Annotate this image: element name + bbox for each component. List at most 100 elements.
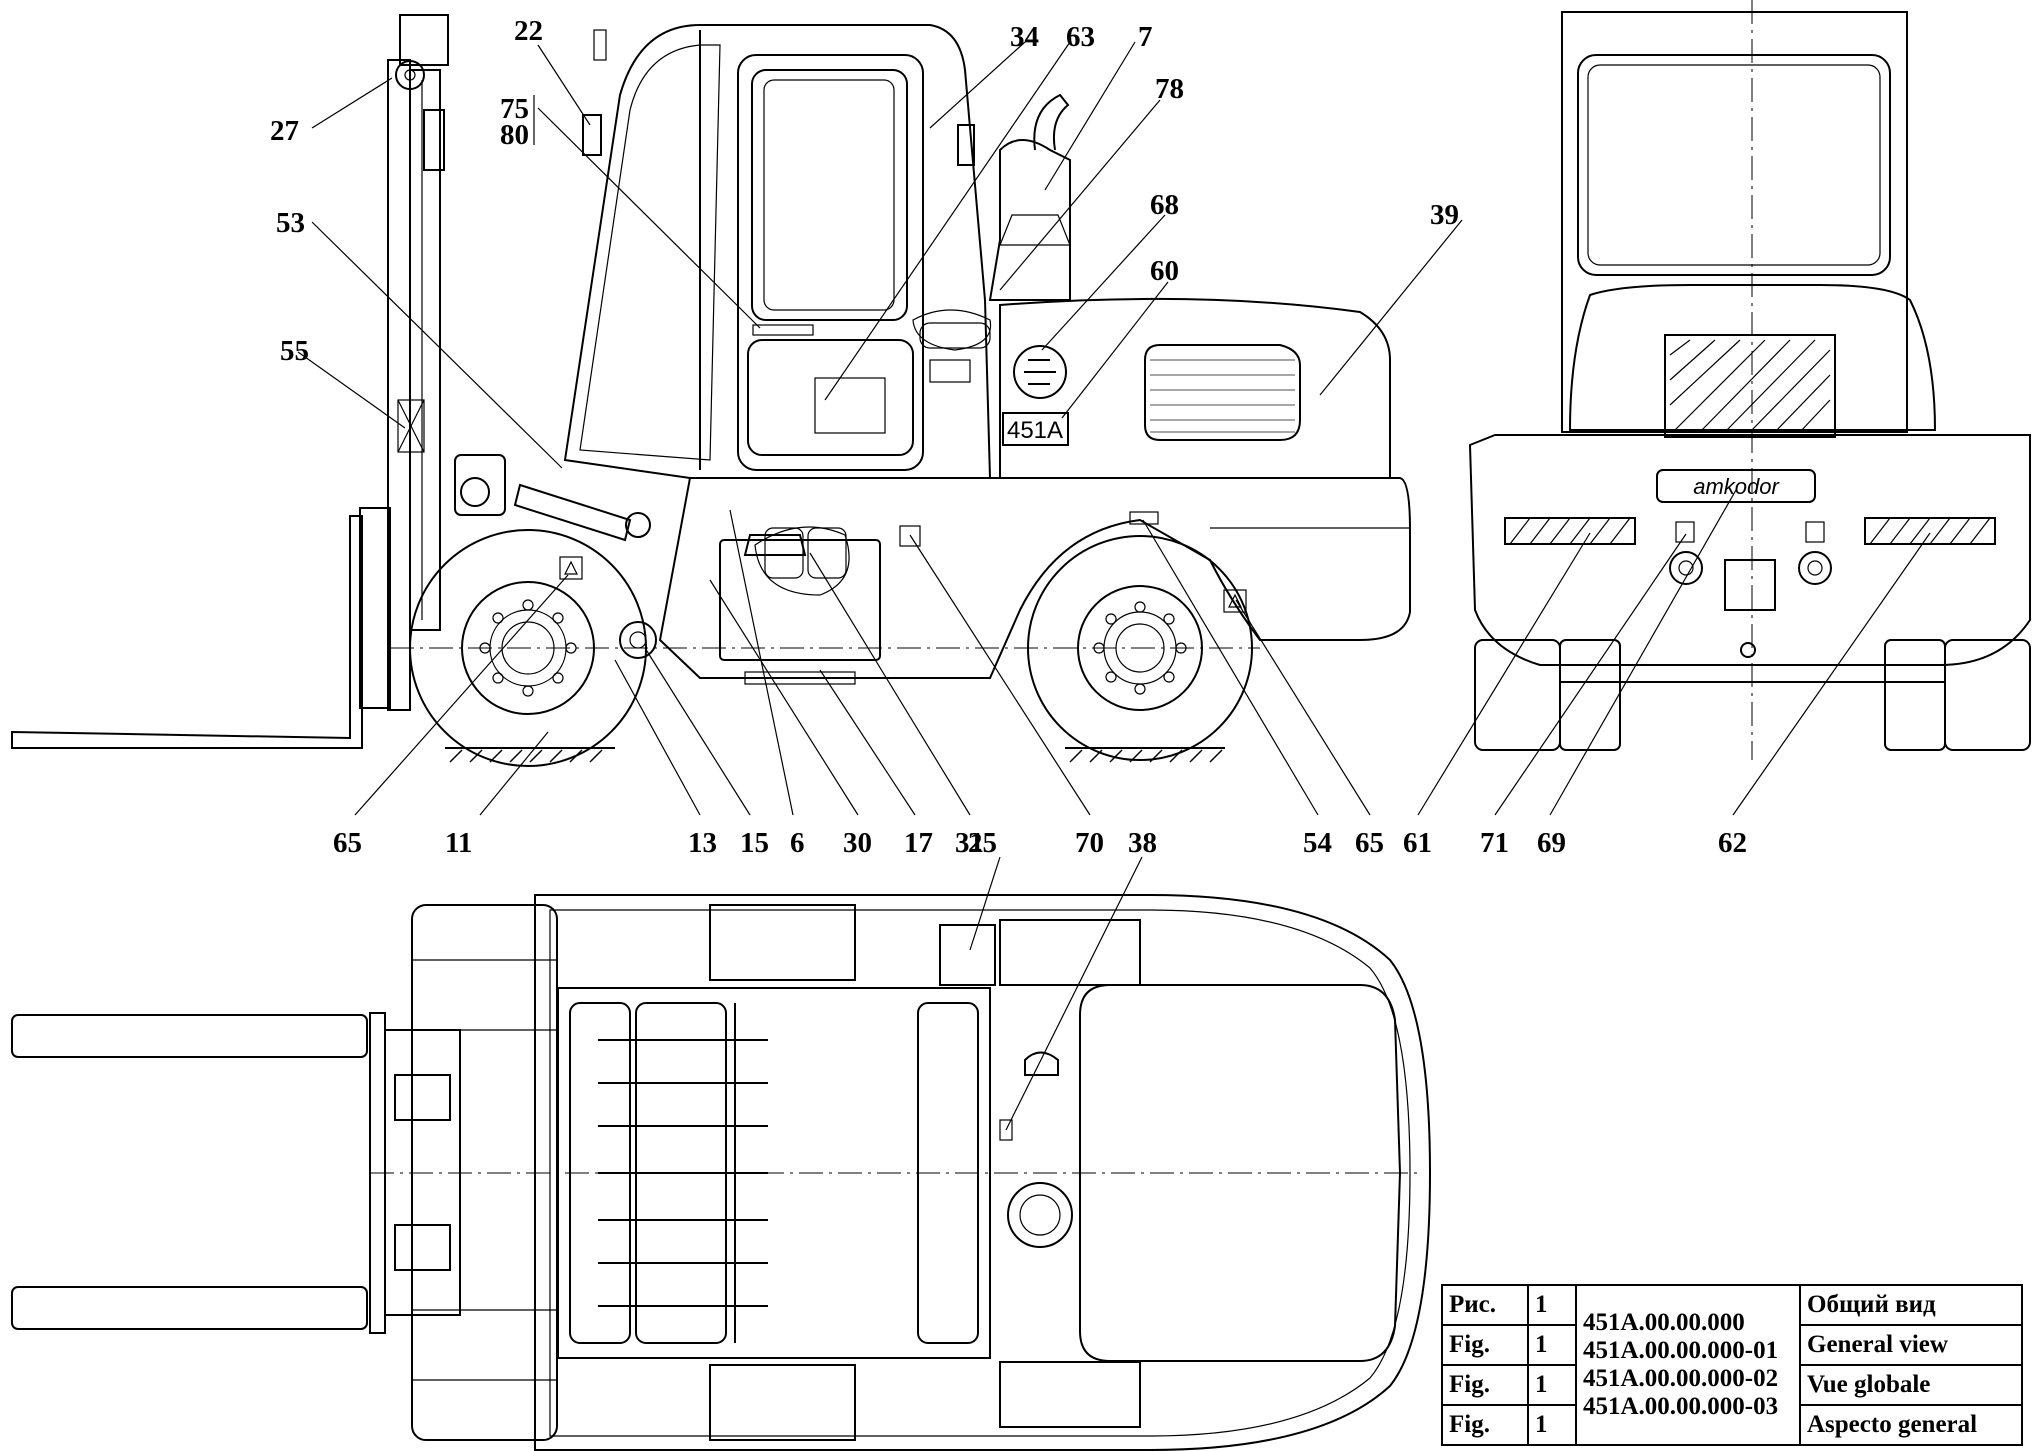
callout-65-rear: 65 [1355, 827, 1384, 859]
mast [387, 14, 449, 711]
callout-15: 15 [740, 827, 769, 859]
title-type: Рис. [1441, 1284, 1529, 1326]
callout-11: 11 [445, 827, 472, 859]
rear-grille-hatch [1669, 339, 1831, 433]
rear-view: amkodor [1468, 0, 2031, 760]
hitch-decal [1129, 511, 1159, 525]
overhead-guard-rear [1561, 11, 1908, 433]
rear-tire-right-inner [1884, 639, 1946, 751]
cab [563, 24, 992, 479]
hook-decal-left [1675, 521, 1695, 543]
chassis [658, 477, 1411, 679]
cab-label-plate [929, 359, 971, 383]
air-cleaner [988, 139, 1071, 301]
door-handle [752, 324, 814, 336]
callout-75: 75 [500, 93, 529, 125]
tilt-cylinder [454, 454, 651, 542]
spring-assembly [619, 621, 657, 659]
rear-window [1577, 54, 1891, 276]
hydraulic-tank-1 [743, 534, 807, 556]
mirror-left [582, 114, 602, 156]
title-code: 451A.00.00.000-02 [1583, 1365, 1779, 1392]
rear-counterweight [1468, 434, 2031, 666]
headlight [919, 322, 991, 349]
model-plate-text: 451A [1007, 417, 1063, 444]
roof-bars [598, 1039, 768, 1307]
exhaust-top [1024, 1051, 1059, 1076]
ground-hatch-front [445, 747, 615, 763]
step-top-front [709, 904, 856, 981]
callout-38: 38 [1128, 827, 1157, 859]
side-panel-top-front [999, 919, 1141, 986]
title-codes: 451A.00.00.000 451A.00.00.000-01 451A.00… [1575, 1284, 1801, 1446]
title-row: Рис. 1 451A.00.00.000 451A.00.00.000-01 … [1441, 1284, 2023, 1446]
callout-78: 78 [1155, 73, 1184, 105]
title-type: Fig. [1441, 1404, 1529, 1446]
spring-core [629, 631, 647, 649]
title-type: Fig. [1441, 1324, 1529, 1366]
mast-roller-1 [394, 1074, 451, 1121]
title-code: 451A.00.00.000 [1583, 1309, 1745, 1336]
callout-numbers: 22 34 63 7 27 75 80 78 53 68 39 60 55 65… [270, 15, 1747, 859]
grille-mesh [1150, 359, 1295, 433]
reflector-stripes [1509, 517, 1991, 545]
engine-hood-top [1079, 984, 1402, 1362]
title-name: General view [1799, 1324, 2023, 1366]
brand-emblem-mark [1024, 359, 1056, 385]
callout-68: 68 [1150, 189, 1179, 221]
rear-window-inner [1587, 64, 1881, 266]
callout-31: 31 [955, 827, 984, 859]
title-num: 1 [1527, 1284, 1577, 1326]
callout-25: 25 [968, 827, 997, 859]
callout-30: 30 [843, 827, 872, 859]
fork-top-1 [11, 1014, 368, 1058]
callout-54: 54 [1303, 827, 1332, 859]
lift-point-glyph-rear [1228, 593, 1242, 608]
callout-60: 60 [1150, 255, 1179, 287]
headlight-outline [912, 309, 992, 351]
callout-22: 22 [514, 15, 543, 47]
lift-point-glyph-front [564, 560, 578, 575]
cab-roof [557, 987, 991, 1359]
body-top-inner [549, 909, 1411, 1437]
callout-53: 53 [276, 207, 305, 239]
reflector-right [1864, 517, 1996, 545]
fork [11, 515, 363, 749]
brand-plate [1656, 469, 1816, 503]
fork-carriage [359, 507, 391, 709]
title-code: 451A.00.00.000-03 [1583, 1393, 1779, 1420]
engine-hood [999, 297, 1391, 479]
callout-39: 39 [1430, 199, 1459, 231]
filter-1 [764, 527, 804, 579]
side-panel-top-rear [999, 1361, 1141, 1428]
callout-34: 34 [1010, 21, 1039, 53]
title-name: Vue globale [1799, 1364, 2023, 1406]
tie-down-decal [899, 525, 921, 547]
exhaust-pipe [1033, 93, 1070, 151]
leader-lines [297, 41, 1931, 1131]
callout-55: 55 [280, 335, 309, 367]
title-row: Fig. 1 General view [1441, 1324, 2023, 1366]
roof-panel-3 [917, 1002, 979, 1344]
rear-tire-left-inner [1559, 639, 1621, 751]
fuel-cap [1007, 1182, 1073, 1248]
title-num: 1 [1527, 1404, 1577, 1446]
callout-6: 6 [790, 827, 805, 859]
title-block: Рис. 1 451A.00.00.000 451A.00.00.000-01 … [1441, 1284, 2023, 1446]
tow-point-right [1798, 551, 1832, 585]
tow-point-left [1669, 551, 1703, 585]
hitch [1724, 559, 1776, 611]
rear-hood [1568, 284, 1937, 431]
filter-2 [807, 527, 847, 579]
callout-27: 27 [270, 115, 299, 147]
callout-63: 63 [1066, 21, 1095, 53]
exhaust-shield [999, 214, 1071, 246]
fuel-cap-inner [1019, 1194, 1061, 1236]
title-name: Aspecto general [1799, 1404, 2023, 1446]
title-num: 1 [1527, 1364, 1577, 1406]
callout-7: 7 [1138, 21, 1153, 53]
hook-decal-right [1805, 521, 1825, 543]
mirror-right [957, 124, 975, 166]
top-view [11, 894, 1432, 1451]
